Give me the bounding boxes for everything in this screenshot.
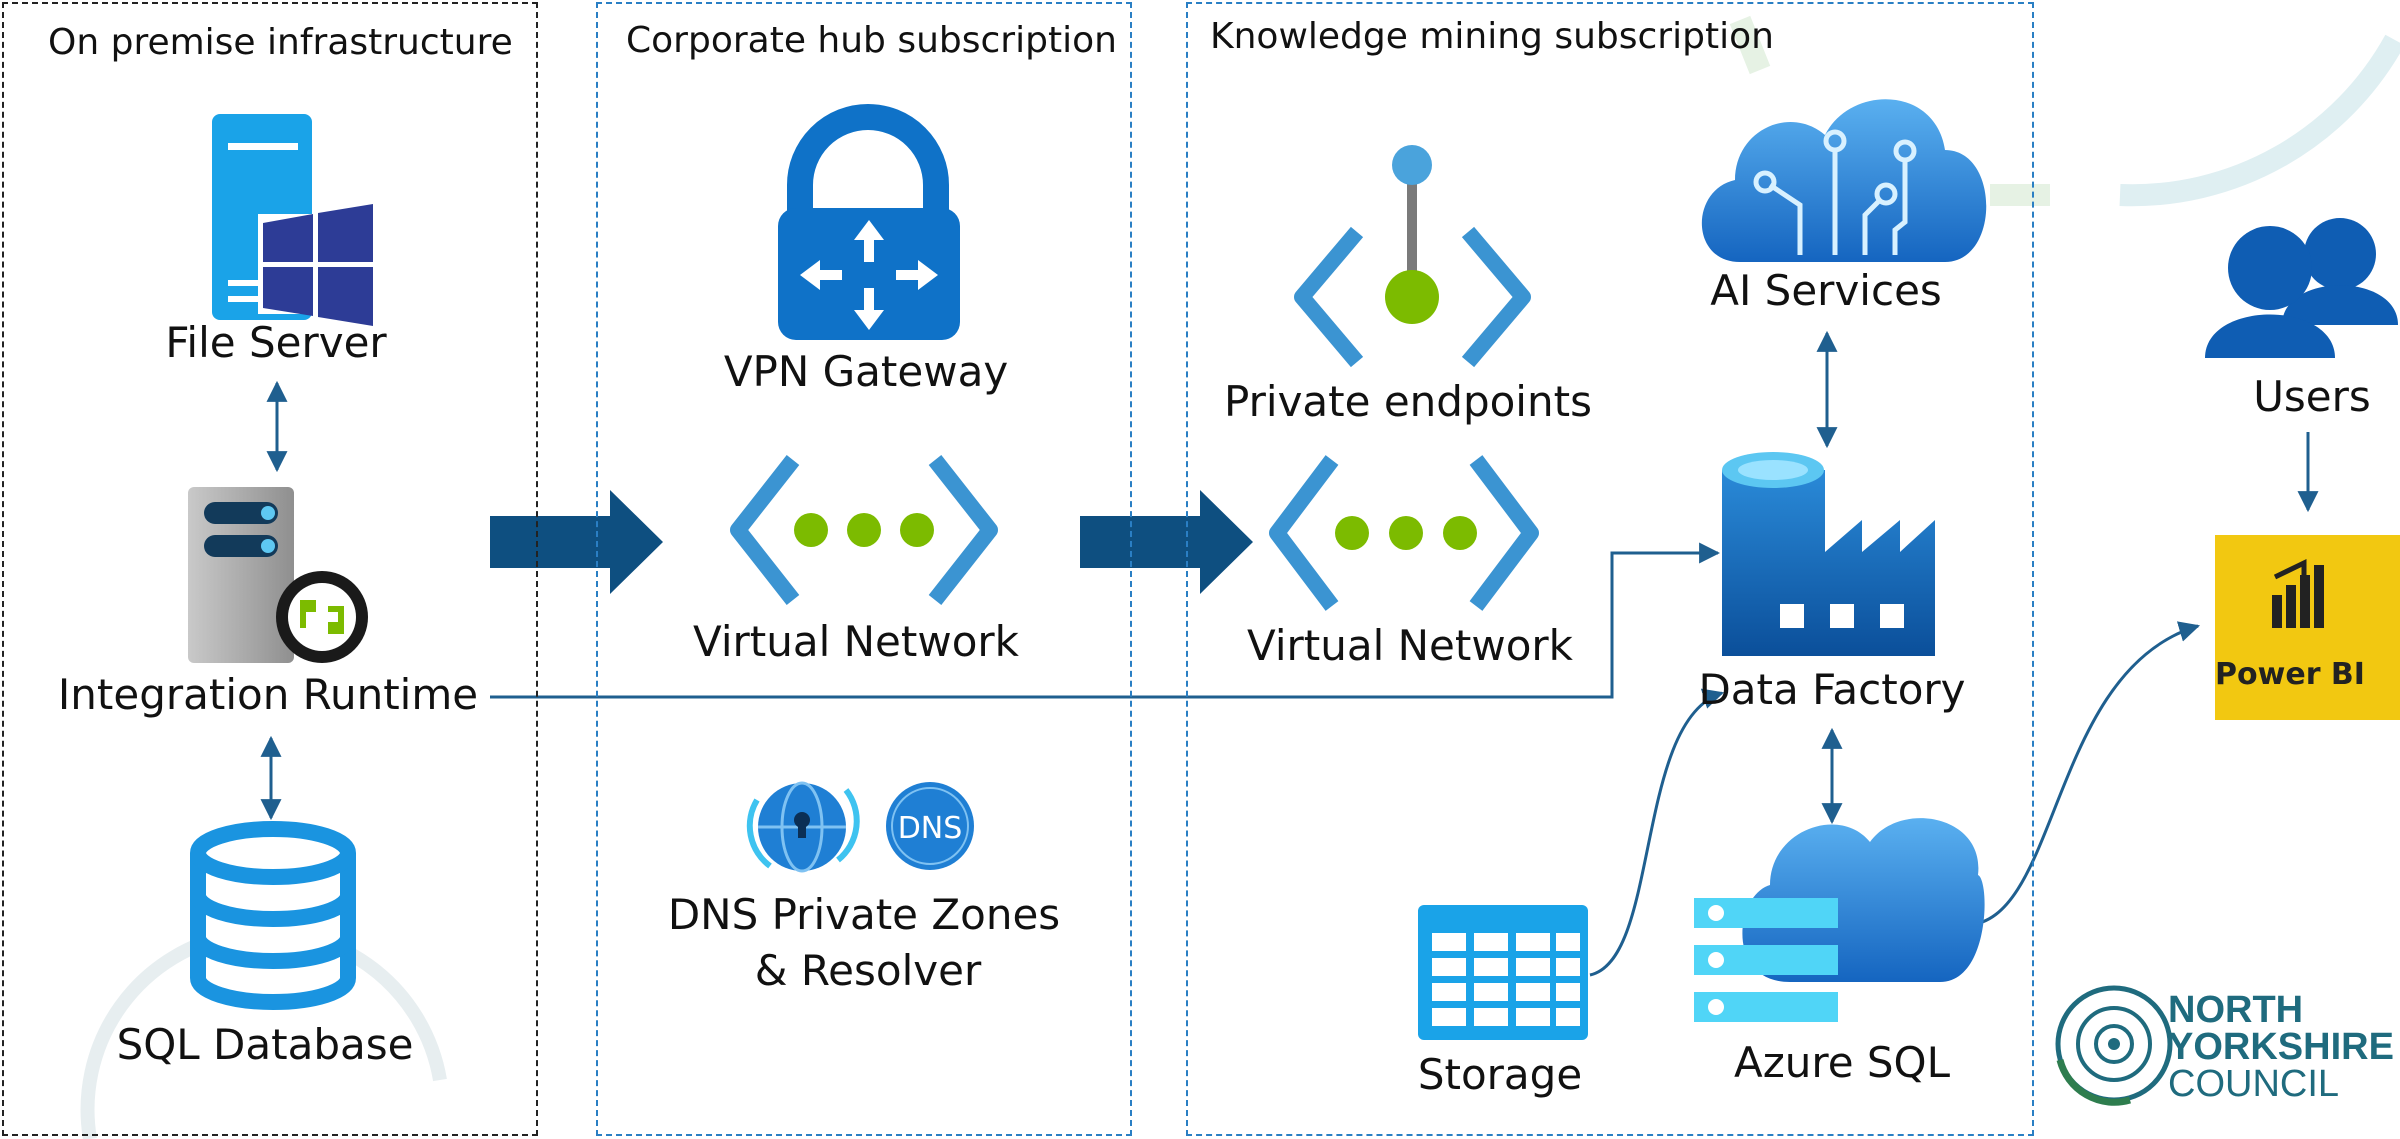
power-bi-label: Power BI (2215, 657, 2365, 692)
knowledge-mining-zone-title: Knowledge mining subscription (1210, 16, 1774, 57)
users-label: Users (2253, 372, 2371, 421)
ai-services-icon (1701, 99, 1987, 262)
council-logo-line1: NORTH (2168, 989, 2303, 1031)
power-bi-tile[interactable] (2215, 535, 2400, 720)
storage-label: Storage (1417, 1050, 1583, 1099)
dns-badge-icon (886, 782, 974, 870)
private-endpoints-label: Private endpoints (1224, 377, 1592, 426)
ai-services-label: AI Services (1710, 266, 1942, 315)
km-virtual-network-icon (1269, 455, 1539, 611)
decorative-arc-top-right (1729, 15, 2400, 207)
storage-icon (1418, 905, 1588, 1040)
hub-transfer-arrow (490, 490, 663, 594)
vpn-gateway-label: VPN Gateway (723, 347, 1009, 396)
council-logo-line3: COUNCIL (2168, 1063, 2339, 1105)
knowledge-mining-zone (1186, 2, 2034, 1136)
users-icon (2205, 218, 2398, 358)
hub-virtual-network-label: Virtual Network (693, 617, 1019, 666)
vpn-gateway-icon (778, 104, 960, 340)
km-virtual-network-label: Virtual Network (1247, 621, 1573, 670)
dns-zones-label-line1: DNS Private Zones (667, 890, 1061, 939)
corporate-hub-zone-title: Corporate hub subscription (626, 20, 1117, 61)
private-endpoints-icon (1294, 145, 1531, 368)
connector-azuresql-powerbi (1967, 621, 2201, 927)
on-premise-zone-title: On premise infrastructure (48, 22, 513, 63)
hub-virtual-network-icon (730, 455, 998, 605)
corporate-hub-zone (596, 2, 1132, 1136)
azure-sql-label: Azure SQL (1733, 1038, 1951, 1087)
integration-runtime-icon (188, 487, 368, 663)
on-premise-zone (2, 2, 538, 1136)
council-logo-emblem (2055, 985, 2173, 1106)
dns-globe-icon (746, 781, 860, 873)
file-server-label: File Server (165, 318, 387, 367)
council-logo-line2: YORKSHIRE (2168, 1026, 2394, 1068)
connector-storage-datafactory (1589, 688, 1725, 977)
sql-database-label: SQL Database (116, 1020, 414, 1069)
connector-runtime-datafactory (490, 542, 1721, 699)
file-server-icon (212, 114, 378, 326)
integration-runtime-label: Integration Runtime (57, 670, 479, 719)
data-factory-label: Data Factory (1698, 665, 1966, 714)
data-factory-icon (1722, 452, 1935, 656)
dns-badge-text: DNS (898, 811, 963, 846)
dns-zones-label-line2: & Resolver (754, 946, 982, 995)
connectors (260, 330, 2319, 977)
knowledge-transfer-arrow (1080, 490, 1253, 594)
azure-sql-icon (1694, 818, 1985, 1022)
sql-database-icon (190, 821, 356, 1010)
